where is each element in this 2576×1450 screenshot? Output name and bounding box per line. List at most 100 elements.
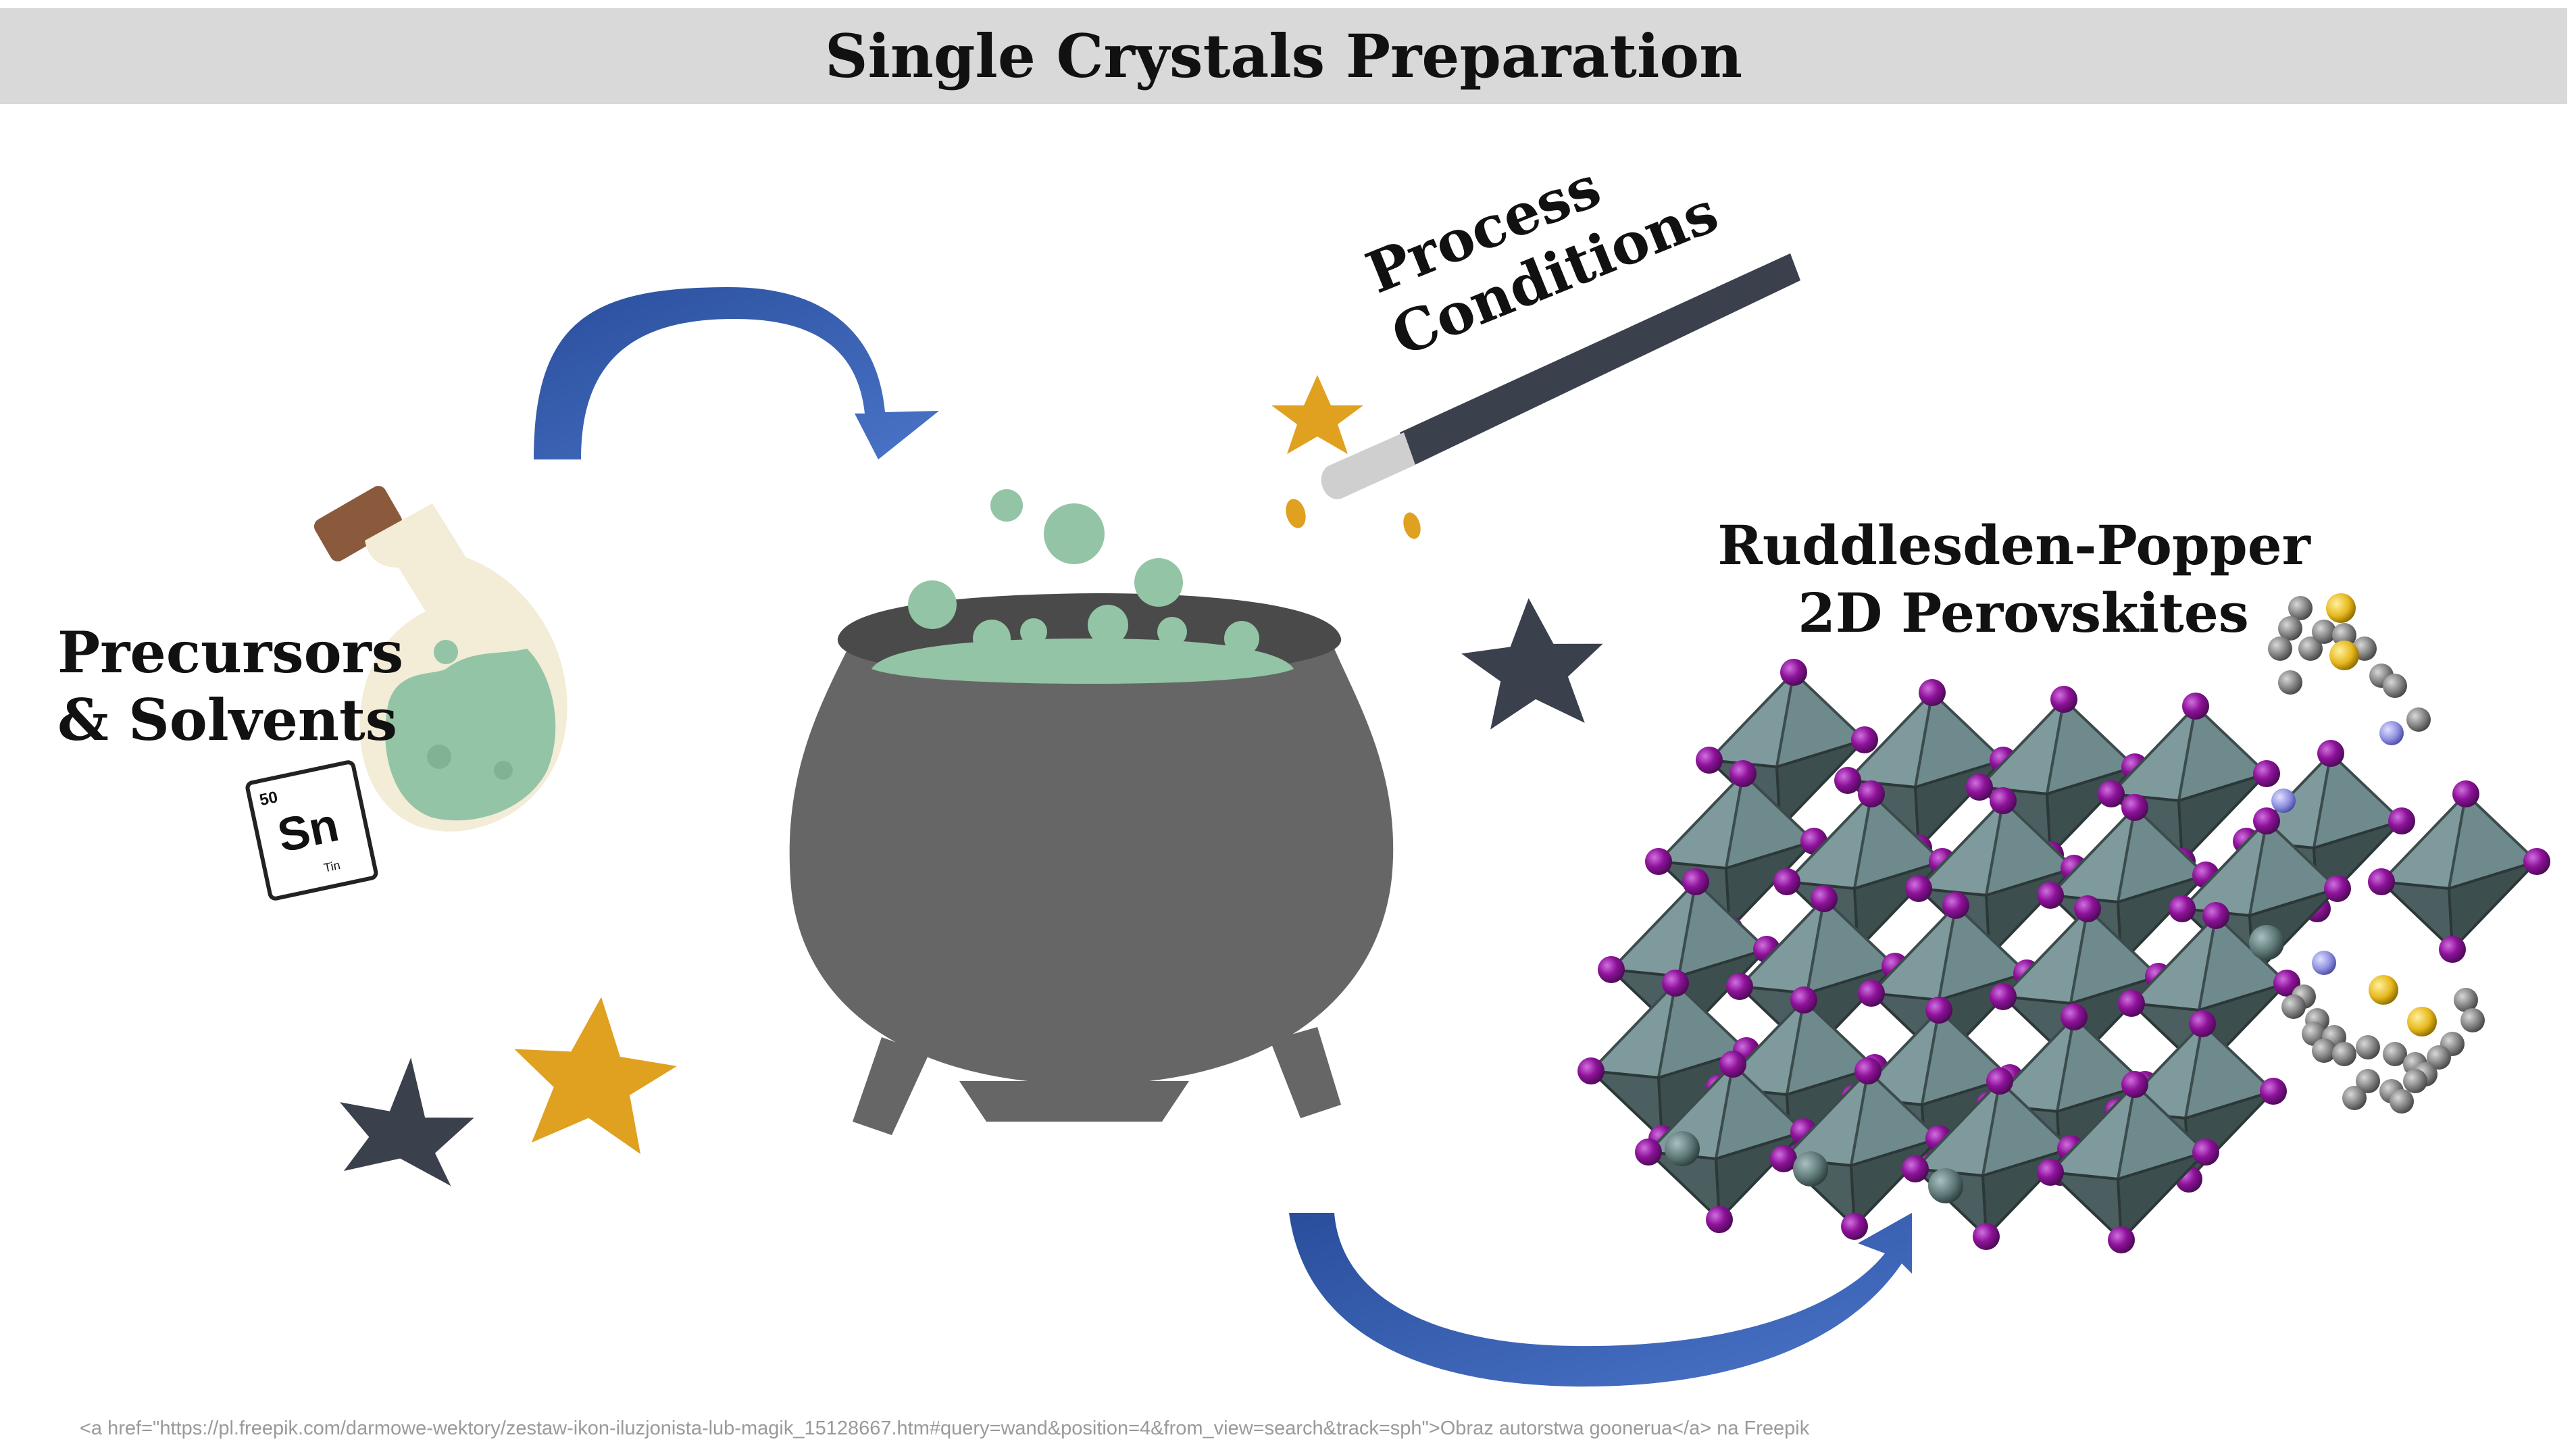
- curved-arrow-icon: [1289, 1213, 1912, 1387]
- iodine-atom: [1706, 1206, 1733, 1233]
- nitrogen-atom: [2271, 789, 2296, 813]
- carbon-atom: [2356, 1035, 2380, 1059]
- iodine-atom: [2098, 780, 2125, 807]
- iodine-atom: [2523, 848, 2550, 875]
- precursors-label-line1: Precursors: [57, 619, 403, 686]
- star-icon: [340, 1057, 474, 1186]
- carbon-atom: [2288, 596, 2313, 620]
- tin-atom: [1793, 1151, 1828, 1186]
- magic-wand-icon: [1286, 253, 1800, 539]
- iodine-atom: [2037, 882, 2064, 909]
- iodine-atom: [1973, 1223, 2000, 1250]
- iodine-atom: [2192, 1139, 2219, 1166]
- carbon-atom: [2356, 1069, 2380, 1093]
- curved-arrow-icon: [534, 287, 939, 459]
- star-icon: [1461, 598, 1603, 730]
- carbon-atom: [2312, 1039, 2336, 1063]
- iodine-atom: [1902, 1155, 1929, 1182]
- carbon-atom: [2460, 1008, 2485, 1032]
- octahedron-face: [2377, 880, 2454, 953]
- iodine-atom: [1577, 1057, 1605, 1084]
- iodine-atom: [2169, 895, 2196, 922]
- iodine-atom: [1966, 774, 1993, 801]
- sulfur-atom: [2407, 1007, 2437, 1036]
- iodine-atom: [2452, 780, 2479, 807]
- iodine-atom: [2108, 1226, 2135, 1253]
- nitrogen-atom: [2312, 951, 2336, 975]
- element-name: Tin: [322, 858, 341, 875]
- iodine-atom: [1990, 983, 2017, 1010]
- octahedron-face: [1775, 736, 1869, 831]
- iodine-atom: [2189, 1010, 2216, 1037]
- crystal-structure-icon: [1577, 593, 2550, 1253]
- star-icon: [514, 997, 677, 1154]
- iodine-atom: [2121, 794, 2148, 821]
- image-credit: <a href="https://pl.freepik.com/darmowe-…: [80, 1418, 1810, 1439]
- iodine-atom: [1696, 747, 1723, 774]
- iodine-atom: [1780, 659, 1807, 686]
- octahedron-face: [2046, 1170, 2123, 1243]
- iodine-atom: [1851, 726, 1878, 753]
- product-label-line2: 2D Perovskites: [1798, 581, 2249, 645]
- carbon-atom: [2332, 623, 2356, 647]
- iodine-atom: [2182, 693, 2209, 720]
- octahedron-face: [2177, 770, 2271, 865]
- iodine-atom: [2324, 875, 2351, 902]
- carbon-atom: [2332, 1042, 2356, 1066]
- iodine-atom: [2388, 807, 2415, 834]
- iodine-atom: [2260, 1078, 2287, 1105]
- carbon-atom: [2298, 636, 2323, 661]
- carbon-atom: [2281, 995, 2306, 1019]
- iodine-atom: [1990, 787, 2017, 814]
- element-number: 50: [258, 788, 280, 809]
- carbon-atom: [2454, 988, 2478, 1012]
- iodine-atom: [1858, 980, 1885, 1007]
- element-tile-sn: 50 Sn Tin: [245, 760, 378, 901]
- iodine-atom: [1645, 848, 1672, 875]
- iodine-atom: [1662, 970, 1689, 997]
- iodine-atom: [1841, 1213, 1868, 1240]
- iodine-atom: [1726, 973, 1753, 1000]
- iodine-atom: [2037, 1159, 2064, 1186]
- tin-atom: [2249, 925, 2284, 960]
- sulfur-atom: [2329, 641, 2359, 670]
- iodine-atom: [2439, 936, 2466, 963]
- sulfur-atom: [2369, 975, 2398, 1005]
- iodine-atom: [1854, 1057, 1882, 1084]
- star-icon: [1271, 375, 1363, 454]
- tin-atom: [1928, 1168, 1963, 1203]
- iodine-atom: [2074, 895, 2101, 922]
- flask-icon: [313, 486, 567, 832]
- octahedron-face: [2116, 1149, 2211, 1243]
- iodine-atom: [2050, 686, 2077, 713]
- iodine-atom: [2368, 868, 2395, 895]
- iodine-atom: [1942, 892, 1969, 919]
- iodine-atom: [2317, 740, 2344, 767]
- carbon-atom: [2403, 1069, 2427, 1093]
- iodine-atom: [2202, 902, 2229, 929]
- iodine-atom: [1635, 1139, 1662, 1166]
- carbon-atom: [2383, 674, 2407, 698]
- iodine-atom: [1925, 997, 1952, 1024]
- octahedron-face: [2447, 858, 2542, 953]
- iodine-atom: [2253, 760, 2280, 787]
- product-label: Ruddlesden-Popper 2D Perovskites: [1717, 514, 2329, 645]
- iodine-atom: [1719, 1051, 1746, 1078]
- octahedron-face: [1587, 1069, 1664, 1142]
- iodine-atom: [1682, 868, 1709, 895]
- precursors-label: Precursors & Solvents: [57, 619, 423, 753]
- iodine-atom: [1729, 760, 1757, 787]
- octahedron-face: [1724, 838, 1819, 932]
- title-bar: Single Crystals Preparation: [0, 8, 2567, 104]
- precursors-label-line2: & Solvents: [57, 686, 397, 753]
- iodine-atom: [1773, 868, 1800, 895]
- carbon-atom: [2383, 1042, 2407, 1066]
- iodine-atom: [2253, 807, 2280, 834]
- tin-atom: [1665, 1131, 1700, 1166]
- carbon-atom: [2278, 616, 2302, 641]
- carbon-atom: [2312, 620, 2336, 644]
- iodine-atom: [2121, 1071, 2148, 1098]
- sulfur-atom: [2326, 593, 2356, 623]
- iodine-atom: [1811, 885, 1838, 912]
